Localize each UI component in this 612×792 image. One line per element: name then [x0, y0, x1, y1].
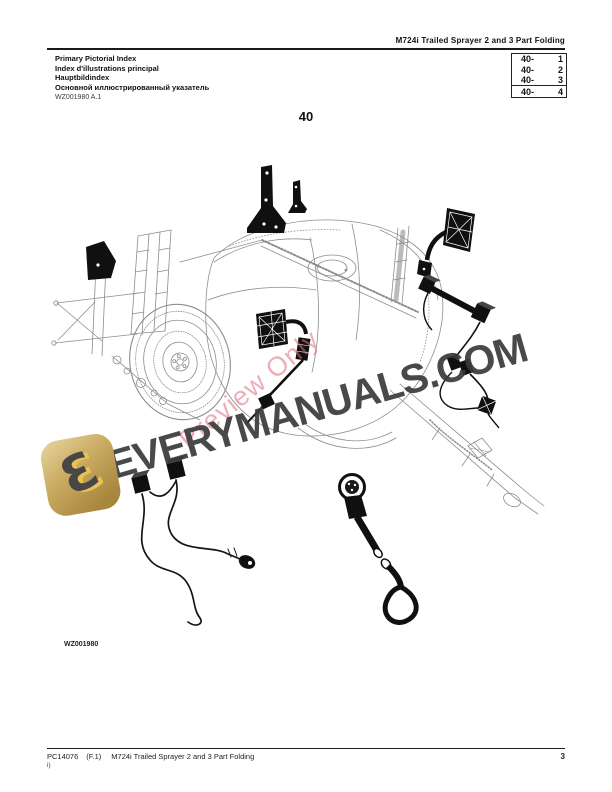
wheel-sketch [129, 303, 231, 421]
tall-bracket-part [247, 165, 286, 233]
page-ref-row: 40- 3 [512, 75, 566, 85]
page-ref-row: 40- 2 [512, 64, 566, 75]
section-ref: 40- [521, 64, 535, 75]
figure-reference-code: WZ001980 A.1 [55, 94, 102, 101]
footer-catalog-number: PC14076 [47, 752, 79, 761]
page-reference-table: 40- 1 40- 2 40- 3 40- 4 [511, 53, 567, 99]
page-ref: 3 [557, 74, 563, 85]
small-bracket-part [288, 180, 307, 213]
section-ref: 40- [521, 86, 535, 97]
section-number-heading: 40 [298, 109, 314, 124]
footer-rule [47, 748, 565, 750]
section-ref: 40- [521, 54, 535, 65]
everymanuals-logo: Ɛ Ɛ [40, 433, 121, 516]
pictorial-index-block: Primary Pictorial Index Index d'illustra… [55, 54, 385, 92]
bottom-left-harness-part [131, 455, 256, 626]
header-rule [47, 48, 565, 50]
index-title-fr: Index d'illustrations principal [55, 63, 159, 73]
page-ref-row: 40- 1 [512, 54, 566, 64]
page-ref: 4 [557, 86, 563, 97]
bottom-right-cable-part [338, 473, 419, 625]
index-title-ru: Основной иллюстрированный указатель [55, 82, 210, 92]
footer-revision: (F.1) [86, 752, 102, 761]
sensor-panel-part [417, 208, 475, 278]
page-ref: 1 [557, 54, 563, 65]
section-ref: 40- [521, 74, 535, 85]
figure-code-label: WZ001980 [64, 641, 99, 648]
footer-model-title: M724i Trailed Sprayer 2 and 3 Part Foldi… [111, 752, 255, 761]
page-ref: 2 [557, 64, 563, 75]
page-ref-row: 40- 4 [512, 85, 566, 97]
right-harness-part [418, 274, 500, 429]
footer: PC14076 (F.1) M724i Trailed Sprayer 2 an… [47, 752, 565, 761]
highlighted-parts [86, 165, 500, 626]
footer-page-number: 3 [560, 752, 565, 761]
footer-note: i) [47, 762, 51, 769]
center-connector-part [245, 309, 311, 425]
index-title-de: Hauptbildindex [55, 73, 110, 83]
header-model-title: M724i Trailed Sprayer 2 and 3 Part Foldi… [395, 36, 565, 45]
index-title-en: Primary Pictorial Index [55, 54, 137, 63]
triangle-plate-part [86, 241, 116, 280]
machine-sketch [51, 219, 545, 515]
